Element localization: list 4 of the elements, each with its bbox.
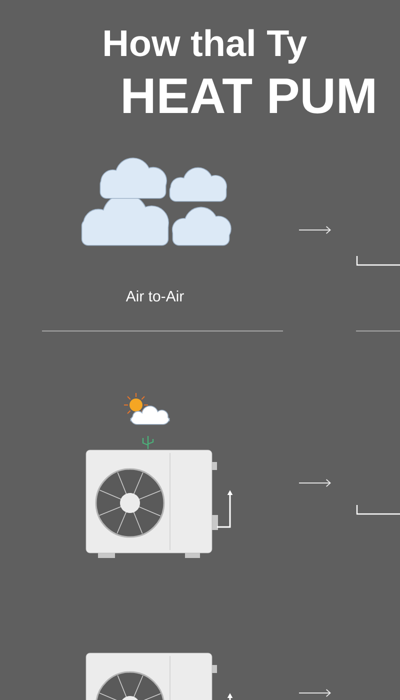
heading: HEAT PUM [124,78,374,114]
title: How thal Ty [104,29,307,64]
node-label: Air to-Air [126,290,184,302]
cloud-drawing [81,158,232,246]
